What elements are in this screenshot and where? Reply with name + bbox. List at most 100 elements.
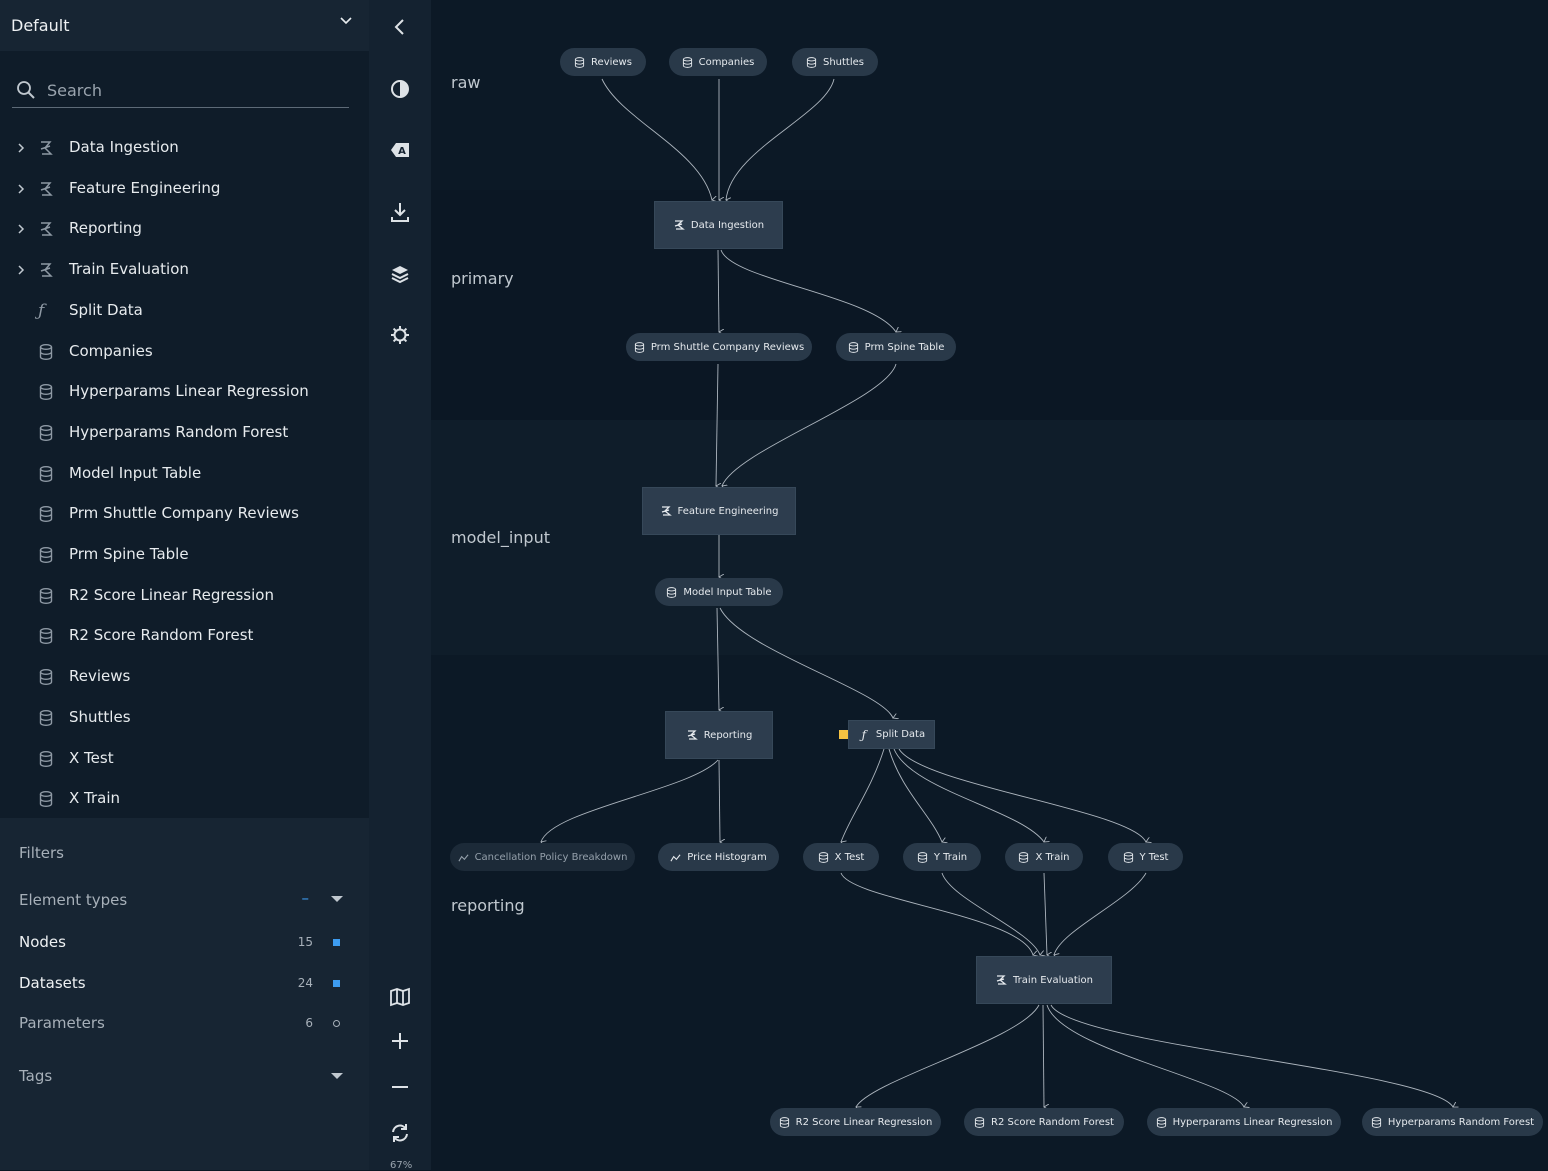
- edge: [601, 78, 712, 200]
- chevron-right-icon[interactable]: [16, 223, 26, 235]
- parameter-marker[interactable]: [839, 730, 848, 739]
- search-input[interactable]: [47, 78, 337, 102]
- pipeline-graph[interactable]: raw primary model_input reporting: [431, 0, 1548, 1170]
- edge: [726, 78, 835, 200]
- caret-down-icon[interactable]: [331, 896, 343, 904]
- filter-toggle[interactable]: [333, 939, 340, 946]
- filter-row-count: 24: [297, 975, 313, 990]
- settings-icon[interactable]: [388, 323, 412, 347]
- tree-item-label: Reviews: [69, 667, 131, 686]
- tree-item-label: R2 Score Random Forest: [69, 626, 254, 645]
- tree-item[interactable]: Companies: [0, 332, 369, 372]
- tree-item[interactable]: Feature Engineering: [0, 169, 369, 209]
- node-label: Shuttles: [822, 56, 864, 68]
- tree-item[interactable]: Hyperparams Linear Regression: [0, 372, 369, 412]
- edge: [1050, 1004, 1453, 1107]
- edge: [1046, 1004, 1244, 1107]
- dataset-node-prm-shuttle-company-reviews[interactable]: Prm Shuttle Company Reviews: [626, 333, 812, 361]
- edge: [719, 607, 893, 718]
- zoom-out-icon[interactable]: [388, 1075, 412, 1099]
- edge: [1043, 872, 1047, 955]
- node-label: Hyperparams Random Forest: [1387, 1116, 1535, 1128]
- filter-toggle[interactable]: [333, 1020, 340, 1027]
- database-icon: [1019, 851, 1029, 863]
- dataset-node-x-train[interactable]: X Train: [1005, 843, 1083, 871]
- layer-label: model_input: [451, 528, 550, 547]
- database-icon: [848, 341, 858, 353]
- search-field[interactable]: [12, 72, 349, 108]
- pipeline-node-train-evaluation[interactable]: Train Evaluation: [976, 956, 1112, 1004]
- tree-item[interactable]: Hyperparams Random Forest: [0, 413, 369, 453]
- dataset-node-model-input-table[interactable]: Model Input Table: [655, 578, 783, 606]
- chart-node-price-histogram[interactable]: Price Histogram: [658, 843, 779, 871]
- database-icon: [39, 343, 53, 360]
- download-icon[interactable]: [388, 200, 412, 224]
- filter-group-tags[interactable]: Tags: [19, 1062, 349, 1092]
- chevron-right-icon[interactable]: [16, 142, 26, 154]
- tree-item[interactable]: X Train: [0, 779, 369, 819]
- pipeline-node-feature-engineering[interactable]: Feature Engineering: [642, 487, 796, 535]
- tree-item[interactable]: Data Ingestion: [0, 128, 369, 168]
- pipeline-node-data-ingestion[interactable]: Data Ingestion: [654, 201, 783, 249]
- tree-item[interactable]: Prm Shuttle Company Reviews: [0, 494, 369, 534]
- tree-item-label: Hyperparams Linear Regression: [69, 382, 309, 401]
- chart-icon: [458, 853, 469, 861]
- function-icon: ƒ: [861, 727, 867, 742]
- tree-item[interactable]: Shuttles: [0, 698, 369, 738]
- chevron-right-icon[interactable]: [16, 183, 26, 195]
- dataset-node-y-train[interactable]: Y Train: [903, 843, 981, 871]
- dataset-node-x-test[interactable]: X Test: [803, 843, 879, 871]
- database-icon: [1156, 1116, 1166, 1128]
- tree-item[interactable]: R2 Score Linear Regression: [0, 576, 369, 616]
- tree-item-label: Prm Spine Table: [69, 545, 189, 563]
- tree-item[interactable]: Train Evaluation: [0, 250, 369, 290]
- filter-group-element-types[interactable]: Element types –: [19, 886, 349, 916]
- layer-band-model-input: [431, 420, 1548, 655]
- dataset-node-r2-score-random-forest[interactable]: R2 Score Random Forest: [964, 1108, 1124, 1136]
- pipeline-select[interactable]: Default: [0, 0, 369, 51]
- dataset-node-y-test[interactable]: Y Test: [1108, 843, 1183, 871]
- node-label: Model Input Table: [683, 586, 772, 598]
- zoom-in-icon[interactable]: [388, 1029, 412, 1053]
- database-icon: [806, 56, 817, 68]
- chart-node-cancellation-policy-breakdown[interactable]: Cancellation Policy Breakdown: [450, 843, 635, 871]
- tree-item[interactable]: Prm Spine Table: [0, 535, 369, 575]
- dataset-node-hyperparams-random-forest[interactable]: Hyperparams Random Forest: [1362, 1108, 1543, 1136]
- pipeline-select-value: Default: [11, 16, 70, 35]
- theme-toggle-icon[interactable]: [388, 77, 412, 101]
- dataset-node-hyperparams-linear-regression[interactable]: Hyperparams Linear Regression: [1147, 1108, 1341, 1136]
- tree-item[interactable]: Model Input Table: [0, 454, 369, 494]
- tree-item[interactable]: R2 Score Random Forest: [0, 616, 369, 656]
- layer-band-raw: [431, 0, 1548, 190]
- edge: [718, 759, 720, 842]
- database-icon: [39, 547, 53, 563]
- layers-icon[interactable]: [388, 262, 412, 286]
- pipeline-node-reporting[interactable]: Reporting: [665, 711, 773, 759]
- tree-item[interactable]: Reviews: [0, 657, 369, 697]
- collapse-sidebar-icon[interactable]: [388, 15, 412, 39]
- dataset-node-prm-spine-table[interactable]: Prm Spine Table: [836, 333, 956, 361]
- modular-pipeline-icon: [40, 263, 53, 277]
- node-label: X Train: [1035, 851, 1070, 863]
- tree-item[interactable]: Reporting: [0, 209, 369, 249]
- edge: [1042, 1004, 1044, 1107]
- dataset-node-companies[interactable]: Companies: [669, 48, 767, 76]
- indeterminate-icon[interactable]: –: [301, 889, 310, 907]
- minimap-icon[interactable]: [388, 985, 412, 1009]
- reset-zoom-icon[interactable]: [388, 1121, 412, 1145]
- function-node-split-data[interactable]: ƒ Split Data: [848, 720, 935, 749]
- edge: [716, 363, 718, 486]
- dataset-node-shuttles[interactable]: Shuttles: [792, 48, 878, 76]
- text-labels-icon[interactable]: A: [388, 138, 412, 162]
- filter-toggle[interactable]: [333, 979, 340, 987]
- dataset-node-r2-score-linear-regression[interactable]: R2 Score Linear Regression: [770, 1108, 941, 1136]
- dataset-node-reviews[interactable]: Reviews: [560, 48, 646, 76]
- chevron-right-icon[interactable]: [16, 264, 26, 276]
- caret-down-icon[interactable]: [331, 1073, 343, 1081]
- modular-pipeline-icon: [661, 506, 672, 516]
- tree-item[interactable]: X Test: [0, 739, 369, 779]
